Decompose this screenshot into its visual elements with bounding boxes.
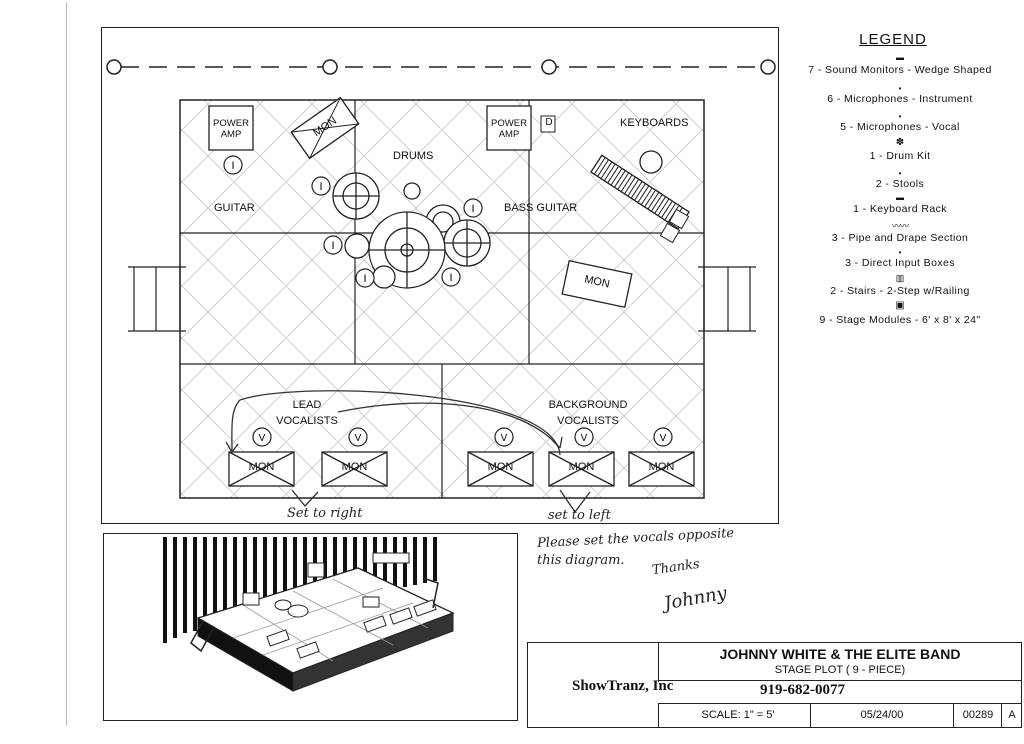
note-set-to-left: set to left	[548, 508, 611, 523]
di-box-label: D	[545, 117, 553, 128]
front-monitor-label: MON	[341, 461, 368, 473]
keyboard-rack	[590, 154, 690, 230]
vocal-mic-label: V	[660, 433, 667, 444]
front-monitors	[228, 451, 695, 487]
vocal-mic-label: V	[355, 433, 362, 444]
legend-item-stage-modules: 9 - Stage Modules - 6' x 8' x 24"	[819, 314, 981, 326]
instrument-mic-icon: •	[898, 84, 902, 93]
mic-label: I	[471, 203, 474, 215]
legend-item-instrument-mics: 6 - Microphones - Instrument	[827, 93, 973, 105]
power-amp-right-box	[486, 105, 532, 151]
title-block-bottom-row	[658, 703, 1022, 728]
stairs-right	[698, 266, 756, 332]
keyboard-rack-icon: ▬	[896, 193, 904, 202]
stairs-left	[128, 266, 186, 332]
stool-icon: •	[898, 169, 902, 178]
vocal-mic-label: V	[581, 433, 588, 444]
drum-monitor	[290, 96, 360, 160]
divider	[810, 703, 811, 728]
pipe-and-drape	[106, 59, 776, 75]
sheet-edge	[66, 2, 1023, 726]
power-amp-right-label: POWER AMP	[491, 118, 527, 140]
mic-label: I	[449, 272, 452, 284]
divider	[953, 703, 954, 728]
keyboard-monitor	[561, 259, 633, 309]
legend-item-vocal-mics: 5 - Microphones - Vocal	[840, 121, 960, 133]
drum-kit-icon: ✽	[895, 137, 905, 148]
revision-letter: A	[1008, 709, 1016, 721]
vocal-mic-icon: •	[898, 112, 902, 121]
legend-item-di-boxes: 3 - Direct Input Boxes	[845, 257, 955, 269]
drum-kit	[332, 172, 491, 289]
drape-icon: 〰〰	[891, 221, 909, 231]
mic-label: I	[363, 273, 366, 285]
band-name: JOHNNY WHITE & THE ELITE BAND	[719, 646, 961, 662]
keyboards-label: KEYBOARDS	[620, 117, 689, 129]
background-vocalists-label: BACKGROUND VOCALISTS	[548, 399, 628, 427]
mic-label: I	[331, 240, 334, 252]
legend-item-stools: 2 - Stools	[875, 178, 925, 190]
bass-guitar-label: BASS GUITAR	[504, 202, 578, 214]
mic-label: I	[319, 181, 322, 193]
plot-date: 05/24/00	[860, 709, 904, 721]
legend-item-keyboard-rack: 1 - Keyboard Rack	[853, 203, 947, 215]
note-line-2: this diagram.	[537, 553, 625, 568]
vocal-mics	[252, 427, 673, 447]
di-box-keyboard-2	[659, 222, 681, 244]
instrument-mic-labels: I I I I I I	[231, 160, 474, 285]
company-name: ShowTranz, Inc	[572, 678, 674, 694]
drums-label: DRUMS	[393, 150, 434, 162]
power-amp-left-label: POWER AMP	[213, 118, 249, 140]
swap-arrows	[225, 390, 591, 514]
legend-item-monitors: 7 - Sound Monitors - Wedge Shaped	[808, 64, 992, 76]
legend-item-pipe-and-drape: 3 - Pipe and Drape Section	[831, 232, 969, 244]
stage-plot-frame	[101, 27, 779, 524]
company-phone: 919-682-0077	[760, 682, 845, 698]
scale-label: SCALE: 1" = 5'	[701, 709, 775, 721]
instrument-mics	[223, 155, 483, 288]
drawing-number: 00289	[962, 709, 994, 721]
note-set-to-right: Set to right	[287, 506, 363, 521]
mic-label: I	[231, 160, 234, 172]
wedge-icon: ▬	[896, 53, 904, 62]
di-box-icon: •	[898, 248, 902, 257]
front-monitor-label: MON	[248, 461, 275, 473]
vocal-mic-label: V	[259, 433, 266, 444]
title-block-band-cell	[658, 642, 1022, 682]
plot-subtitle: STAGE PLOT ( 9 - PIECE)	[774, 664, 906, 676]
di-box-amp	[540, 115, 556, 133]
legend-item-stairs: 2 - Stairs - 2-Step w/Railing	[830, 285, 970, 297]
stairs-icon: ▥	[895, 273, 905, 283]
divider	[1001, 703, 1002, 728]
stage-module-icon: ▣	[895, 300, 905, 311]
perspective-stage-drawing	[163, 537, 455, 692]
legend-item-drum-kit: 1 - Drum Kit	[869, 150, 931, 162]
front-monitor-label: MON	[487, 461, 514, 473]
front-monitor-label: MON	[648, 461, 675, 473]
power-amp-left-box	[208, 105, 254, 151]
vocal-mic-label: V	[501, 433, 508, 444]
di-box-keyboard-1	[668, 208, 690, 230]
legend-title: LEGEND	[859, 31, 927, 48]
vocal-mic-labels: V V V V V	[259, 433, 667, 444]
guitar-label: GUITAR	[214, 202, 255, 214]
front-monitor-label: MON	[568, 461, 595, 473]
keyboard-stool	[639, 150, 663, 174]
lead-vocalists-label: LEAD VOCALISTS	[276, 399, 338, 427]
perspective-view-frame	[103, 533, 518, 721]
